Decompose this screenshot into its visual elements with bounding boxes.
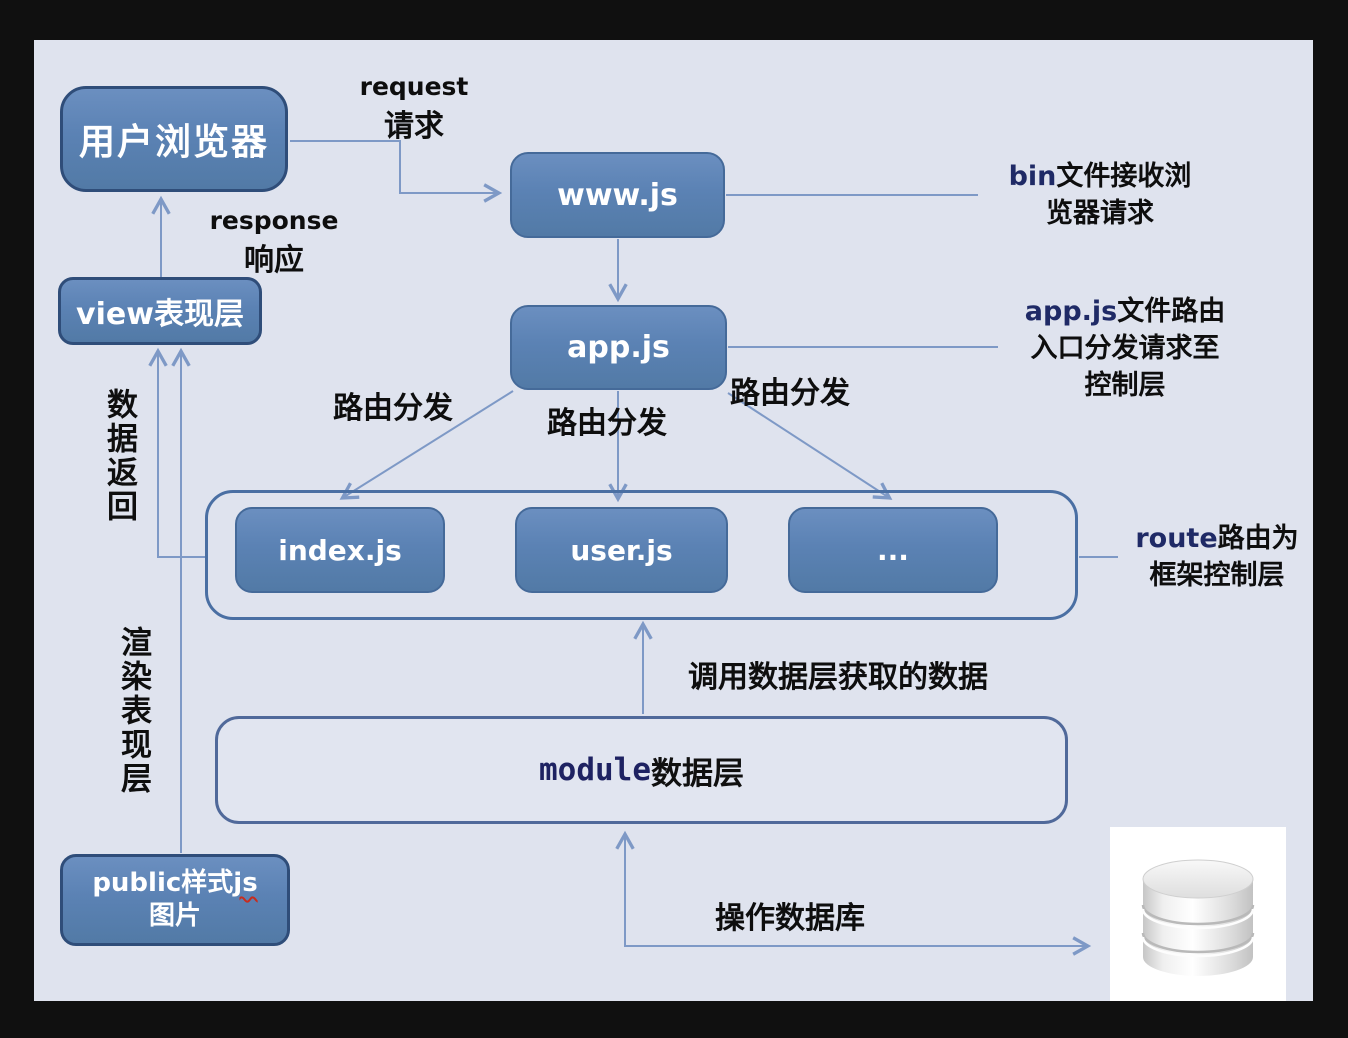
node-app-js-label: app.js <box>567 330 670 365</box>
note-bin-prefix: bin <box>1008 161 1057 192</box>
node-module-layer-label-zh: 数据层 <box>650 755 744 792</box>
note-route-line1: route路由为 <box>1112 520 1322 557</box>
label-route-dispatch-middle: 路由分发 <box>547 406 667 441</box>
node-public-assets-line1-main: public样式 <box>92 868 234 898</box>
label-operate-database: 操作数据库 <box>715 901 865 936</box>
node-public-assets-line2: 图片 <box>148 901 201 931</box>
node-view-layer-label: view表现层 <box>76 297 244 332</box>
connector-app-index <box>339 390 514 500</box>
label-render-view: 渲染表现层 <box>115 626 151 796</box>
label-call-data-layer: 调用数据层获取的数据 <box>688 660 988 695</box>
note-appjs-prefix: app.js <box>1024 296 1118 327</box>
note-route-line1-rest: 路由为 <box>1217 523 1299 554</box>
note-appjs-line1: app.js文件路由 <box>990 293 1260 330</box>
label-response: response 响应 <box>174 206 374 279</box>
node-public-assets-line1: public样式js <box>92 867 257 900</box>
node-app-js: app.js <box>510 305 727 390</box>
label-request-en: request <box>359 72 469 101</box>
note-appjs-line3: 控制层 <box>1084 370 1166 401</box>
note-bin-file-line1: bin文件接收浏 <box>970 158 1230 195</box>
connector-app-others <box>727 392 893 500</box>
label-route-dispatch-right: 路由分发 <box>730 376 850 411</box>
note-bin-line2: 览器请求 <box>1046 198 1154 229</box>
node-user-browser: 用户浏览器 <box>60 86 288 192</box>
node-other-routes: ... <box>788 507 998 593</box>
connector-operate-db <box>615 830 1092 956</box>
database-icon <box>1141 859 1255 976</box>
database-image-patch <box>1110 827 1286 1001</box>
label-response-zh: 响应 <box>244 243 304 278</box>
node-other-routes-label: ... <box>877 533 909 567</box>
node-www-js: www.js <box>510 152 725 238</box>
node-user-browser-label: 用户浏览器 <box>78 122 269 163</box>
note-route-controller: route路由为 框架控制层 <box>1112 520 1322 594</box>
label-route-dispatch-left: 路由分发 <box>333 391 453 426</box>
node-module-layer-label-en: module <box>539 752 651 788</box>
node-public-assets: public样式js 图片 <box>60 854 290 946</box>
node-index-js: index.js <box>235 507 445 593</box>
label-request: request 请求 <box>314 72 514 145</box>
note-appjs-line1-rest: 文件路由 <box>1117 296 1226 327</box>
label-data-return: 数据返回 <box>101 388 137 524</box>
node-public-assets-line1-js: js <box>233 868 258 898</box>
node-index-js-label: index.js <box>278 533 402 567</box>
note-appjs-routing: app.js文件路由 入口分发请求至 控制层 <box>990 293 1260 404</box>
note-route-prefix: route <box>1135 523 1218 554</box>
connector-lines <box>148 140 1118 956</box>
connector-request <box>290 140 503 203</box>
note-route-line2: 框架控制层 <box>1149 560 1285 591</box>
node-user-js: user.js <box>515 507 728 593</box>
node-view-layer: view表现层 <box>58 277 262 345</box>
note-bin-file: bin文件接收浏 览器请求 <box>970 158 1230 232</box>
route-layer-container: index.js user.js ... <box>205 490 1078 620</box>
node-www-js-label: www.js <box>557 177 678 213</box>
note-appjs-line2: 入口分发请求至 <box>1030 333 1220 364</box>
node-user-js-label: user.js <box>570 533 673 567</box>
label-response-en: response <box>209 206 339 235</box>
note-bin-line1: 文件接收浏 <box>1056 161 1192 192</box>
connector-data-return <box>148 347 205 558</box>
label-request-zh: 请求 <box>384 109 444 144</box>
diagram-canvas: 用户浏览器 view表现层 www.js app.js index.js use… <box>34 40 1313 1001</box>
